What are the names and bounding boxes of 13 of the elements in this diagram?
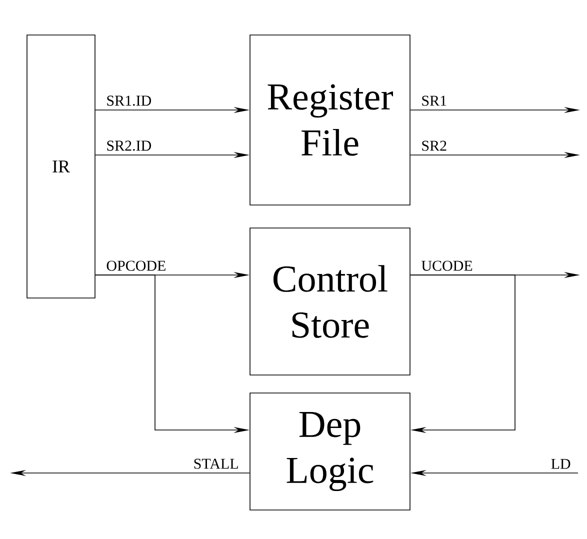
edge-label: SR2.ID [107,140,152,151]
arrow [410,274,516,434]
edge-label: LD [551,458,570,469]
block-box: IR [26,34,96,298]
edge-label: SR2 [422,140,446,151]
edge-label: STALL [194,458,238,469]
edge-label: OPCODE [106,260,166,271]
block-box: Dep Logic [250,392,410,510]
edge-label: SR1 [422,96,446,106]
edge-label: SR1.ID [107,96,152,106]
edge-label: UCODE [422,260,472,271]
block-box: Register File [250,34,410,206]
block-box: Control Store [250,228,410,376]
